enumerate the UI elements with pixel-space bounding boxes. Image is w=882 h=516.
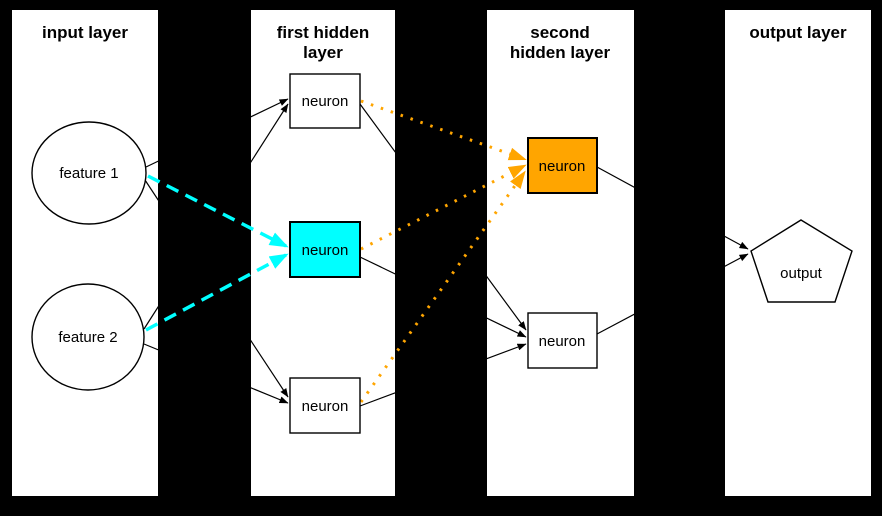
output-node xyxy=(750,219,853,303)
layer-titles: input layer first hidden layer second hi… xyxy=(42,23,847,62)
edge-hidden1-bottom-to-hidden2-bottom xyxy=(359,343,527,407)
input-layer-panel xyxy=(12,10,158,496)
edge-feature2-to-hidden1-top xyxy=(143,103,289,330)
hidden2-top-label: neuron xyxy=(539,158,586,175)
edge-hidden2-bottom-to-output xyxy=(596,253,749,335)
hidden2-bottom-label: neuron xyxy=(539,333,586,350)
edge-hidden1-top-to-hidden2-bottom xyxy=(359,103,527,331)
hidden1-middle-node xyxy=(289,221,361,278)
hidden1-top-node xyxy=(289,73,361,129)
second-hidden-layer-title-line2: hidden layer xyxy=(510,43,611,62)
feature1-node xyxy=(31,121,147,225)
hidden1-bottom-node xyxy=(289,377,361,434)
output-label: output xyxy=(780,265,823,282)
input-layer-title: input layer xyxy=(42,23,128,42)
edges xyxy=(143,98,749,407)
first-hidden-layer-title-line1: first hidden xyxy=(277,23,370,42)
hidden2-bottom-node xyxy=(527,312,598,369)
hidden2-top-node xyxy=(527,137,598,194)
edge-feature2-to-hidden1-middle xyxy=(145,253,289,332)
edge-hidden2-top-to-output xyxy=(596,166,749,250)
hidden1-bottom-label: neuron xyxy=(302,398,349,415)
layer-panels xyxy=(12,10,871,496)
output-layer-title: output layer xyxy=(749,23,847,42)
feature1-label: feature 1 xyxy=(59,165,118,182)
second-hidden-layer-title-line1: second xyxy=(530,23,590,42)
edge-feature1-to-hidden1-top xyxy=(145,98,289,168)
hidden1-middle-label: neuron xyxy=(302,242,349,259)
hidden1-top-label: neuron xyxy=(302,93,349,110)
feature2-node xyxy=(31,283,145,391)
first-hidden-layer-title-line2: layer xyxy=(303,43,343,62)
edge-feature2-to-hidden1-bottom xyxy=(143,343,289,404)
edge-feature1-to-hidden1-bottom xyxy=(144,179,289,398)
nodes: feature 1 feature 2 neuron neuron neuron… xyxy=(31,73,853,434)
edge-hidden1-middle-to-hidden2-bottom xyxy=(359,256,527,338)
edge-feature1-to-hidden1-middle xyxy=(147,174,289,248)
feature2-label: feature 2 xyxy=(58,329,117,346)
second-hidden-layer-panel xyxy=(487,10,634,496)
